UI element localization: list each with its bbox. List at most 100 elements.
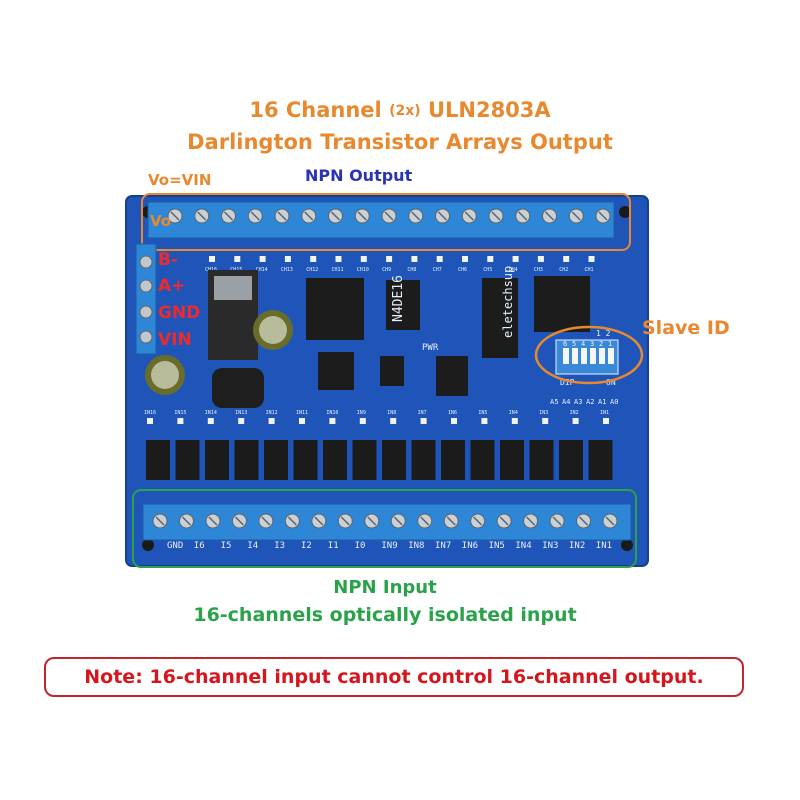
dip-key-number: 3 [590, 340, 594, 348]
address-label: A0 [610, 398, 618, 406]
input-led [420, 418, 427, 424]
output-led [512, 256, 519, 262]
output-channel-label: CH12 [306, 267, 318, 273]
title-chip: ULN2803A [427, 98, 551, 122]
npn-input-label: NPN Input [333, 577, 437, 598]
input-led [359, 418, 366, 424]
pin-label-b-minus: B- [158, 250, 179, 270]
input-led [147, 418, 153, 424]
address-label: A1 [598, 398, 606, 406]
input-terminal-label: I0 [355, 541, 366, 551]
input-terminal-label: IN5 [489, 541, 505, 551]
input-led-label: IN13 [235, 410, 247, 416]
input-terminal-label: IN2 [569, 541, 585, 551]
output-led [487, 256, 494, 262]
input-terminal-block [142, 503, 632, 541]
terminal-screw [301, 208, 317, 224]
input-led [207, 418, 214, 424]
dip-key[interactable] [608, 348, 614, 364]
input-terminal-label: I2 [301, 541, 312, 551]
mount-hole [142, 539, 154, 551]
input-terminal-label: IN9 [381, 541, 397, 551]
optocoupler [352, 440, 377, 480]
dip-key[interactable] [572, 348, 578, 364]
terminal-screw [435, 208, 450, 224]
optocoupler [234, 440, 259, 480]
input-led-label: IN5 [478, 410, 487, 416]
terminal-screw [328, 208, 343, 224]
output-channel-label: CH7 [433, 267, 442, 273]
dip-key[interactable] [563, 348, 569, 364]
input-led-label: IN15 [174, 410, 186, 416]
terminal-screw [390, 513, 406, 529]
pin-label-vin: VIN [158, 330, 192, 350]
terminal-screw [221, 208, 236, 224]
output-led [411, 256, 418, 262]
dip-key[interactable] [581, 348, 587, 364]
optocoupler [411, 440, 436, 480]
output-channel-label: CH13 [281, 267, 293, 273]
dip-text: DIP [560, 378, 575, 387]
output-led [537, 256, 544, 262]
title-multiplier: (2x) [389, 103, 421, 119]
dip-key-number: 2 [599, 340, 603, 348]
inductor [212, 368, 264, 408]
address-label: A4 [562, 398, 570, 406]
output-channel-label: CH11 [332, 267, 344, 273]
input-terminal-label: IN3 [542, 541, 558, 551]
dip-key[interactable] [599, 348, 605, 364]
input-terminal-label: GND [167, 541, 183, 551]
terminal-screw [417, 513, 433, 529]
header-title-line2: Darlington Transistor Arrays Output [187, 130, 613, 154]
output-channel-label: CH1 [585, 267, 594, 273]
input-led [511, 418, 518, 424]
input-led [572, 418, 579, 424]
output-led [462, 256, 468, 262]
input-led-label: IN9 [357, 410, 366, 416]
header-title-line1: 16 Channel (2x) ULN2803A [0, 98, 800, 122]
terminal-screw [602, 513, 618, 529]
capacitor-2 [145, 355, 185, 395]
terminal-screw [568, 208, 584, 224]
terminal-screw [178, 513, 194, 529]
terminal-screw [167, 208, 183, 224]
input-led-label: IN16 [144, 410, 156, 416]
terminal-screw [205, 513, 221, 529]
optocoupler [146, 440, 170, 480]
input-terminal-label: IN8 [408, 541, 424, 551]
slave-id-label: Slave ID [642, 317, 730, 339]
input-terminal-label: IN4 [515, 541, 531, 551]
optocoupler [293, 440, 318, 480]
mount-hole [621, 539, 633, 551]
input-terminal-label: IN1 [596, 541, 612, 551]
input-led-label: IN11 [296, 410, 308, 416]
terminal-screw [152, 513, 168, 529]
output-led [234, 256, 241, 262]
output-led [386, 256, 393, 262]
dip-numbers-right: 1 2 [596, 329, 611, 338]
input-led-label: IN8 [387, 410, 396, 416]
input-led-label: IN4 [509, 410, 518, 416]
optocoupler [382, 440, 406, 480]
input-terminal-label: IN6 [462, 541, 478, 551]
input-terminal-label: I4 [247, 541, 258, 551]
terminal-screw [381, 208, 397, 224]
output-channel-label: CH6 [458, 267, 467, 273]
output-channel-label: CH4 [509, 267, 518, 273]
vo-vin-label: Vo=VIN [148, 171, 212, 189]
vo-terminal-label: Vo [150, 212, 172, 230]
dip-key-number: 4 [581, 340, 585, 348]
output-terminal-block [147, 201, 615, 239]
optocoupler [175, 440, 200, 480]
output-led [310, 256, 317, 262]
output-channel-label: CH8 [407, 267, 416, 273]
dip-key[interactable] [590, 348, 596, 364]
terminal-screw [523, 513, 539, 529]
pin-label-a-plus: A+ [158, 276, 186, 296]
terminal-screw [247, 208, 263, 224]
input-led-label: IN6 [448, 410, 457, 416]
input-led [299, 418, 305, 424]
terminal-screw [284, 513, 300, 529]
